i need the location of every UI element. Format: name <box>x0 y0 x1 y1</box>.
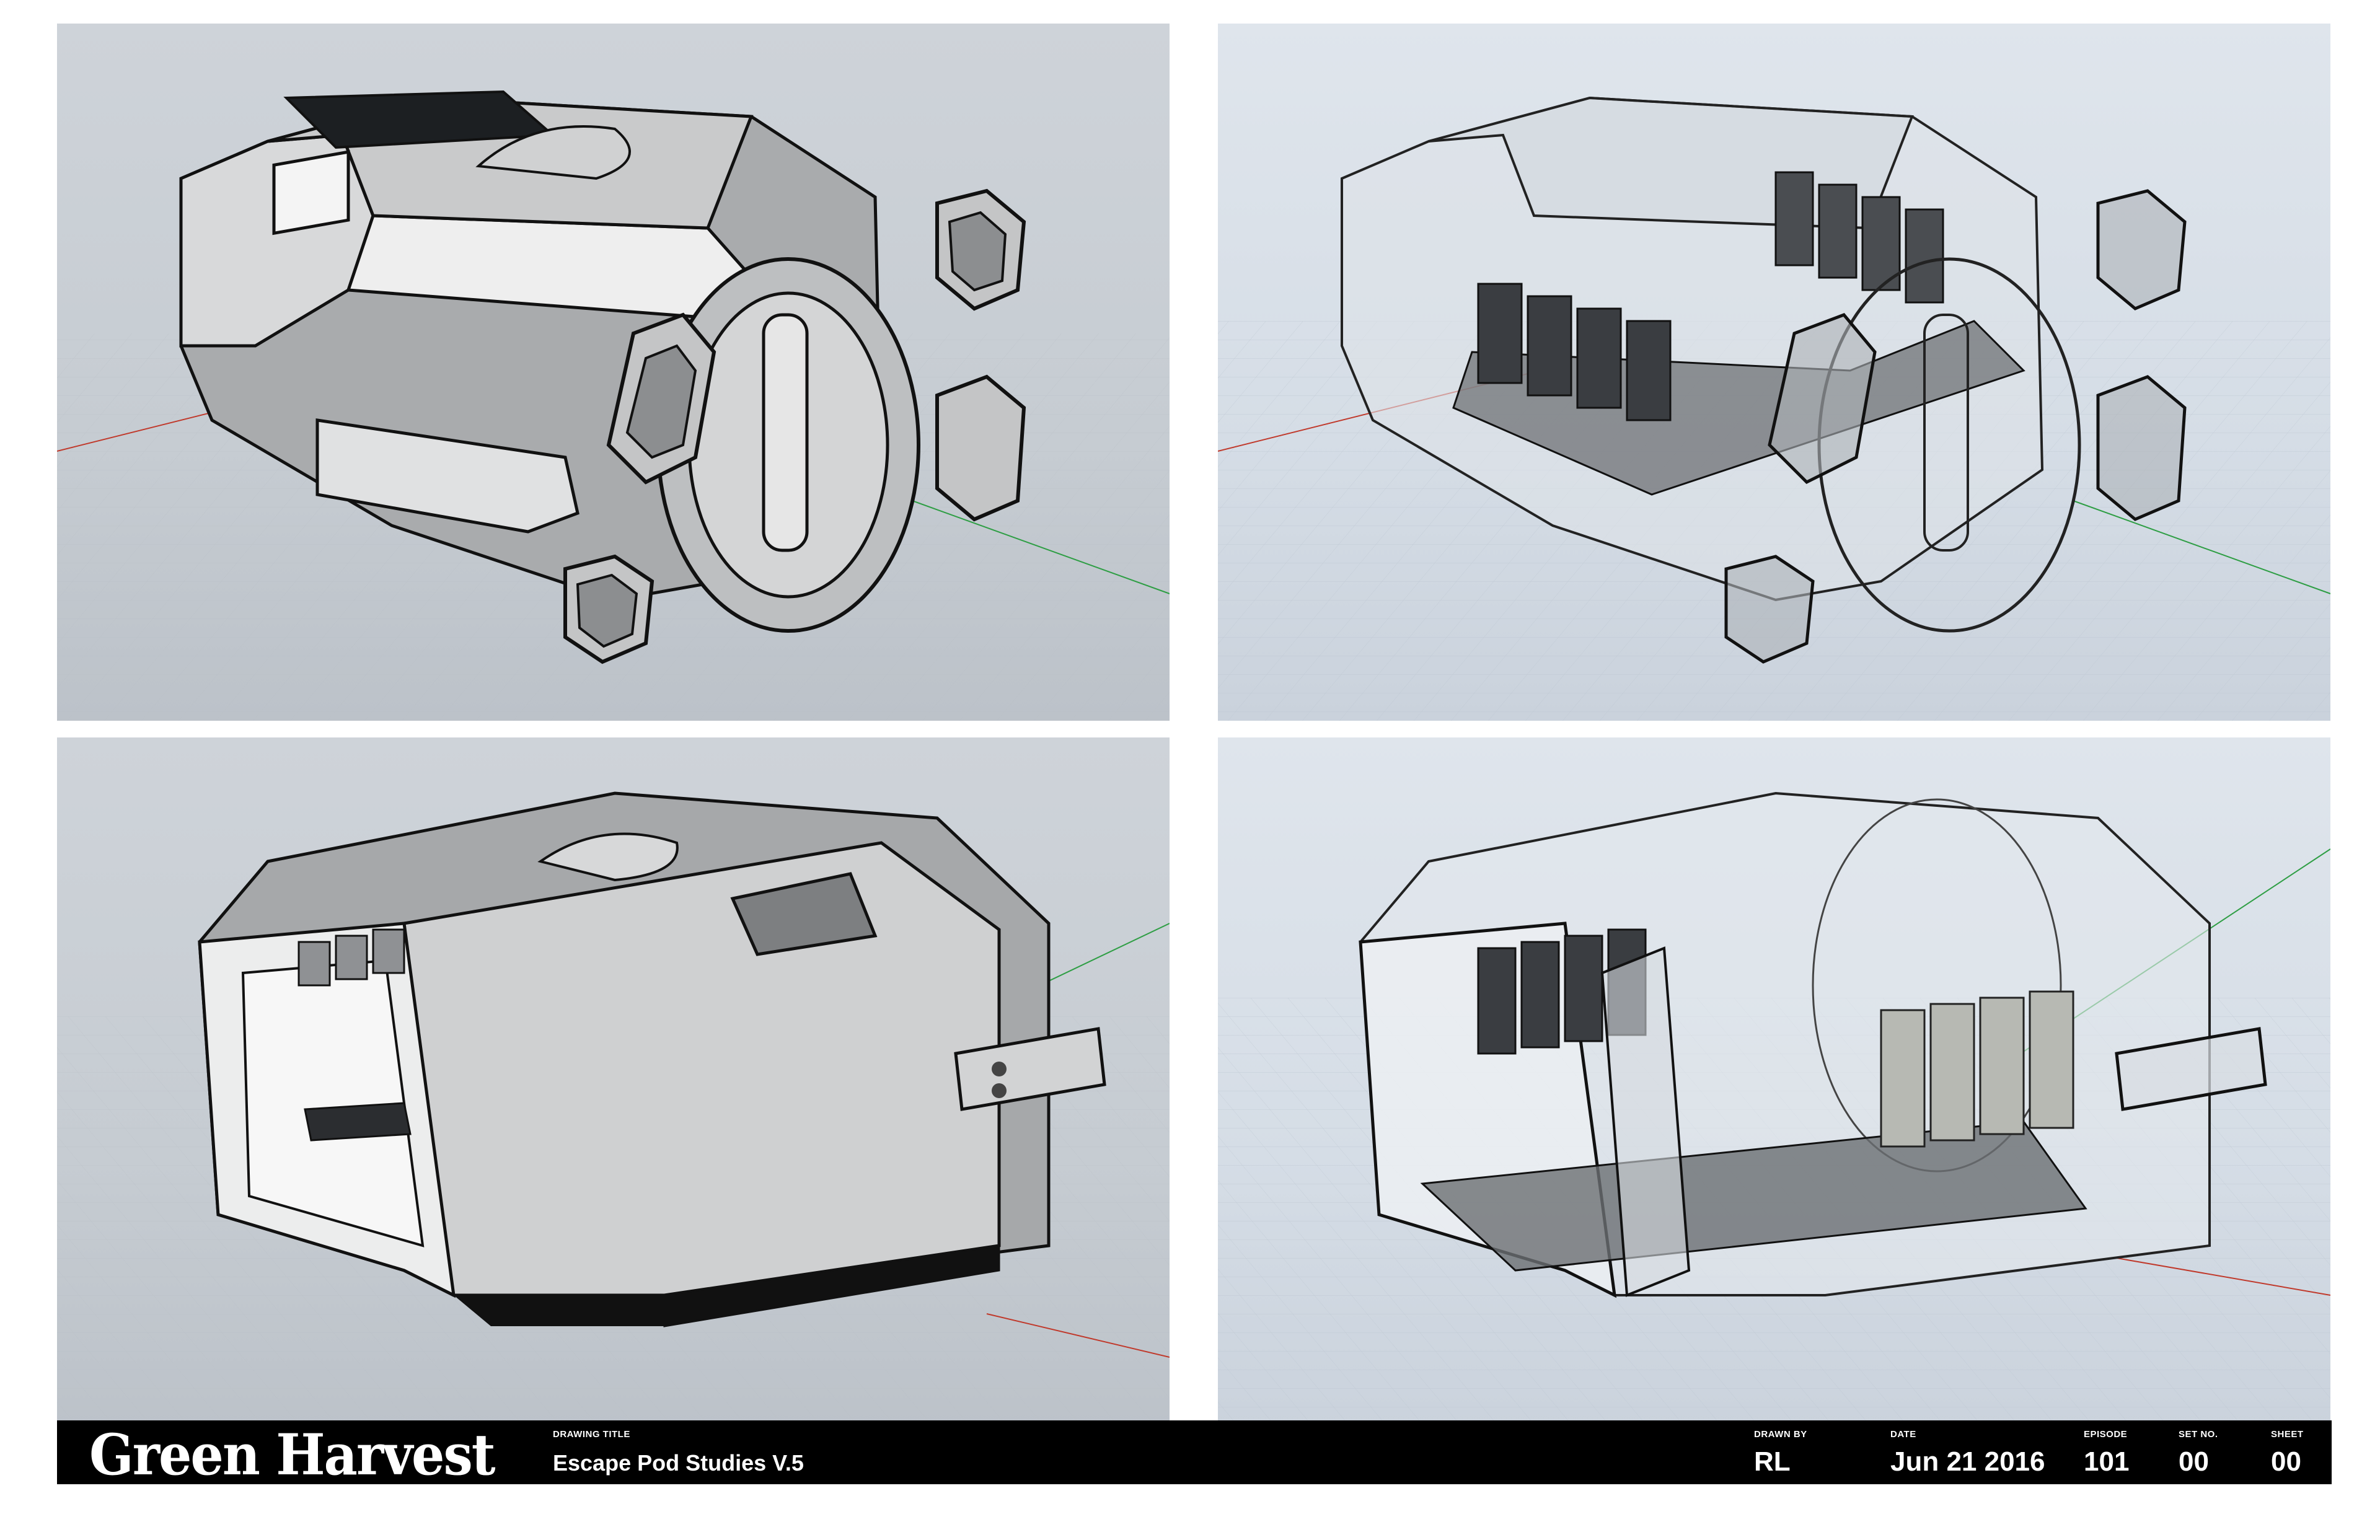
set-no-label: SET NO. <box>2179 1429 2218 1440</box>
escape-pod-front-xray-render <box>1218 96 2330 721</box>
viewport-front-shaded[interactable] <box>57 24 1170 721</box>
sheet-number: 00 <box>2271 1446 2301 1477</box>
viewport-rear-xray[interactable] <box>1218 737 2330 1435</box>
escape-pod-front-render <box>57 90 1170 721</box>
viewport-rear-shaded[interactable] <box>57 737 1170 1435</box>
date: Jun 21 2016 <box>1890 1446 2045 1477</box>
project-name: Green Harvest <box>89 1421 496 1488</box>
drawn-by-label: DRAWN BY <box>1754 1429 1807 1440</box>
episode: 101 <box>2084 1446 2130 1477</box>
y-axis-line <box>912 500 1170 594</box>
sheet-label: SHEET <box>2271 1429 2304 1440</box>
episode-label: EPISODE <box>2084 1429 2128 1440</box>
viewport-front-xray[interactable] <box>1218 24 2330 721</box>
drawn-by: RL <box>1754 1446 1791 1477</box>
drawing-title-label: DRAWING TITLE <box>553 1429 630 1440</box>
date-label: DATE <box>1890 1429 1916 1440</box>
escape-pod-rear-render <box>57 791 1170 1435</box>
title-block: Green Harvest DRAWING TITLE Escape Pod S… <box>57 1420 2332 1488</box>
drawing-title: Escape Pod Studies V.5 <box>553 1450 804 1476</box>
escape-pod-rear-xray-render <box>1218 791 2330 1435</box>
set-no: 00 <box>2179 1446 2209 1477</box>
